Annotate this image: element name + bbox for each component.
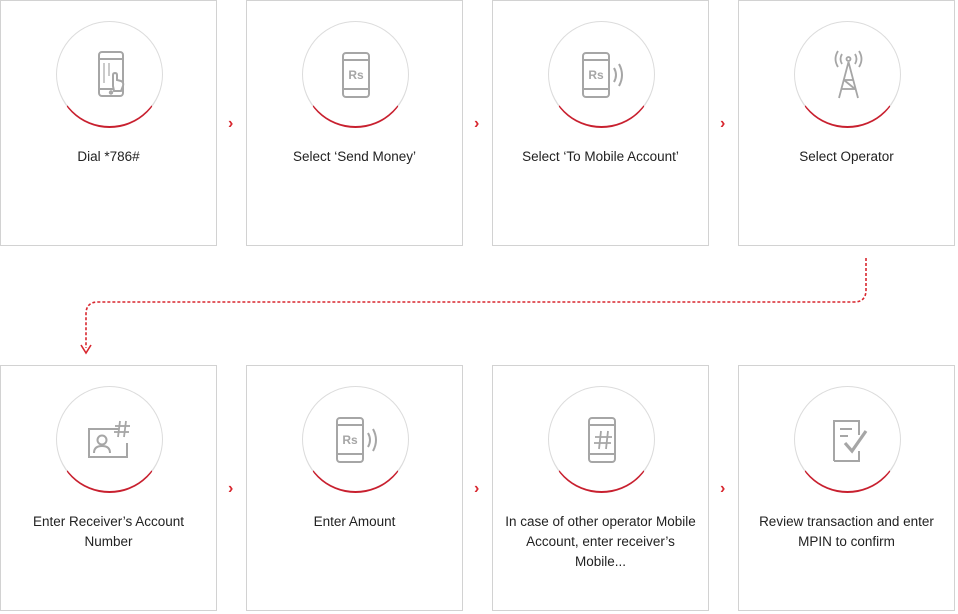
next-arrow-icon: ›	[228, 115, 234, 132]
step-label: Review transaction and enter MPIN to con…	[759, 514, 934, 549]
step-card-2: Rs Select ‘Send Money’	[246, 0, 463, 246]
phone-rs-signal-icon: Rs	[582, 52, 623, 98]
step-label: Select ‘Send Money’	[292, 149, 417, 164]
step-label: Select Operator	[799, 149, 894, 164]
step-label: Enter Receiver’s Account Number	[32, 514, 185, 549]
step-label: Enter Amount	[313, 514, 396, 529]
step-label: In case of other operator Mobile Account…	[505, 514, 696, 569]
step-icon-circle	[794, 386, 901, 493]
next-arrow-icon: ›	[720, 480, 726, 497]
next-arrow-icon: ›	[720, 115, 726, 132]
step-icon-circle	[548, 386, 655, 493]
step-card-7: In case of other operator Mobile Account…	[492, 365, 709, 611]
step-icon-circle: Rs	[302, 386, 409, 493]
step-card-5: Enter Receiver’s Account Number	[0, 365, 217, 611]
step-card-4: Select Operator	[738, 0, 955, 246]
step-icon-circle: Rs	[302, 21, 409, 128]
phone-rs-icon: Rs	[342, 52, 370, 98]
document-check-icon	[833, 420, 868, 462]
step-card-3: Rs Select ‘To Mobile Account’	[492, 0, 709, 246]
tower-icon	[834, 50, 863, 99]
step-label: Select ‘To Mobile Account’	[522, 149, 679, 164]
step-card-1: Dial *786#	[0, 0, 217, 246]
phone-dialpad-icon	[98, 51, 125, 97]
svg-text:Rs: Rs	[342, 433, 358, 447]
step-icon-circle	[56, 21, 163, 128]
step-card-6: Rs Enter Amount	[246, 365, 463, 611]
step-icon-circle: Rs	[548, 21, 655, 128]
svg-text:Rs: Rs	[348, 68, 364, 82]
next-arrow-icon: ›	[474, 115, 480, 132]
step-icon-circle	[56, 386, 163, 493]
svg-text:Rs: Rs	[588, 68, 604, 82]
account-hash-icon	[88, 420, 130, 458]
step-icon-circle	[794, 21, 901, 128]
phone-rs-signal-icon: Rs	[336, 417, 377, 463]
next-arrow-icon: ›	[474, 480, 480, 497]
phone-hash-icon	[588, 417, 616, 463]
next-arrow-icon: ›	[228, 480, 234, 497]
step-card-8: Review transaction and enter MPIN to con…	[738, 365, 955, 611]
step-label: Dial *786#	[77, 149, 140, 164]
